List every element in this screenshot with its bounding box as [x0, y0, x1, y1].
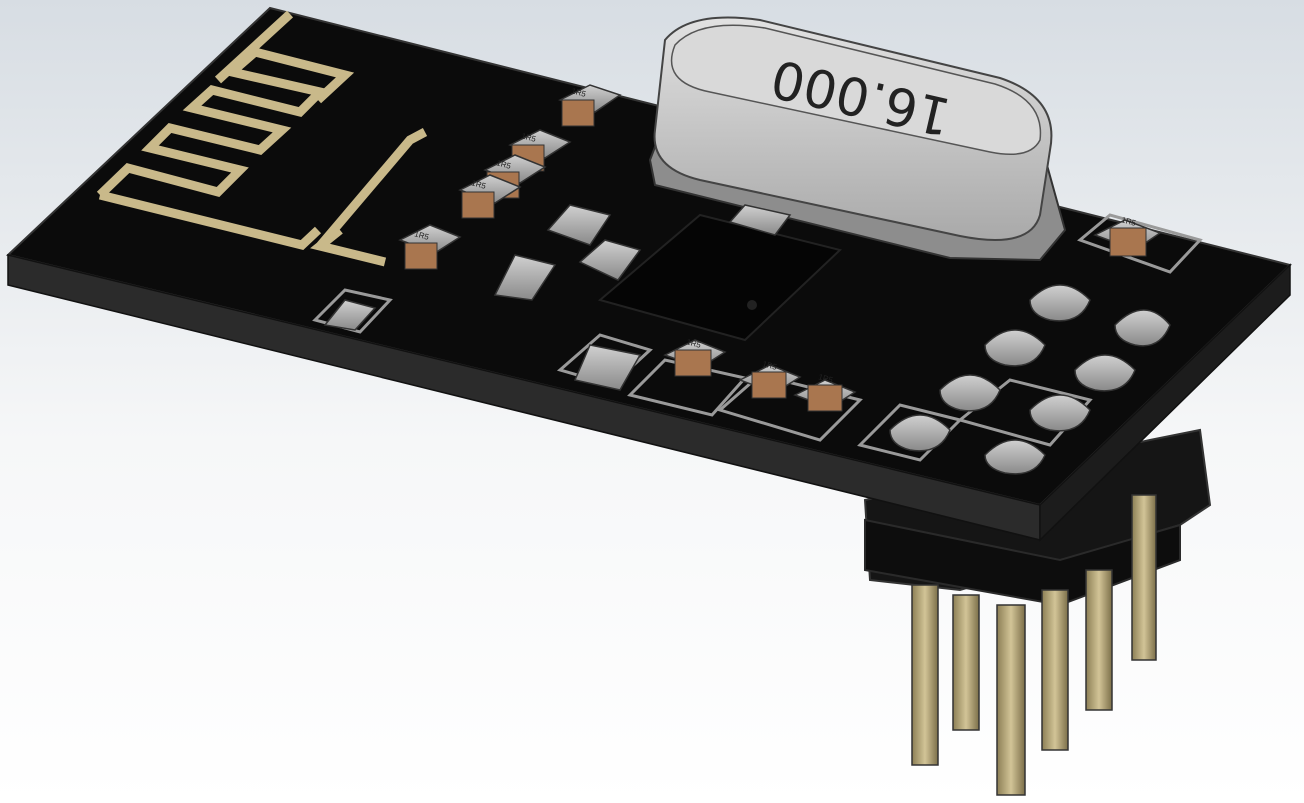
component-marking: 1R5	[570, 86, 587, 99]
pin	[952, 594, 980, 731]
component-marking: 1R5	[520, 131, 537, 144]
component-marking: 1R5	[817, 372, 834, 385]
pin	[996, 604, 1026, 796]
crystal-top	[670, 24, 1042, 155]
component-marking: 1R5	[470, 178, 487, 191]
smd-resistor: 1R5	[458, 174, 522, 219]
smd-resistor: 1R5	[663, 337, 727, 377]
smd-resistor: 1R5	[1093, 215, 1162, 257]
smd-capacitor	[323, 204, 792, 391]
chip-dot	[747, 300, 757, 310]
pin	[911, 584, 939, 766]
component-marking: 1R5	[761, 359, 778, 372]
pin	[1085, 569, 1113, 711]
transceiver-chip	[597, 213, 843, 342]
component-marking: 1R5	[495, 158, 512, 171]
smd-resistor: 1R5	[738, 359, 802, 399]
component-marking: 1R5	[685, 337, 702, 350]
component-marking: 1R5	[1120, 215, 1137, 228]
antenna-trace	[96, 10, 428, 267]
smd-resistor: 1R5	[793, 372, 857, 412]
smd-resistor: 1R5	[398, 224, 462, 270]
pin	[1041, 589, 1069, 751]
header-solder-joints	[889, 284, 1171, 475]
smd-resistor: 1R5	[558, 84, 622, 127]
pin	[1131, 494, 1157, 661]
pcb-edge-side	[1039, 263, 1291, 542]
component-marking: 1R5	[413, 229, 430, 242]
smd-components: 1R5 1R5 1R5 1R5 1R5 1R5	[323, 84, 1162, 412]
